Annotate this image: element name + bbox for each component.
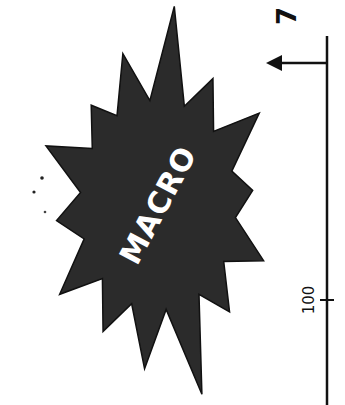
page-number: 7: [272, 7, 302, 25]
speck: [40, 176, 44, 180]
axis-value: 100: [300, 286, 318, 315]
starburst-outline: [0, 0, 275, 405]
speck: [44, 211, 47, 214]
speck: [32, 190, 35, 193]
starburst-shape: MACRO: [0, 0, 275, 405]
starburst-fill: [46, 6, 264, 394]
arrow-head: [266, 55, 282, 71]
axis-line: [326, 36, 329, 405]
axis-tick: [320, 299, 334, 301]
